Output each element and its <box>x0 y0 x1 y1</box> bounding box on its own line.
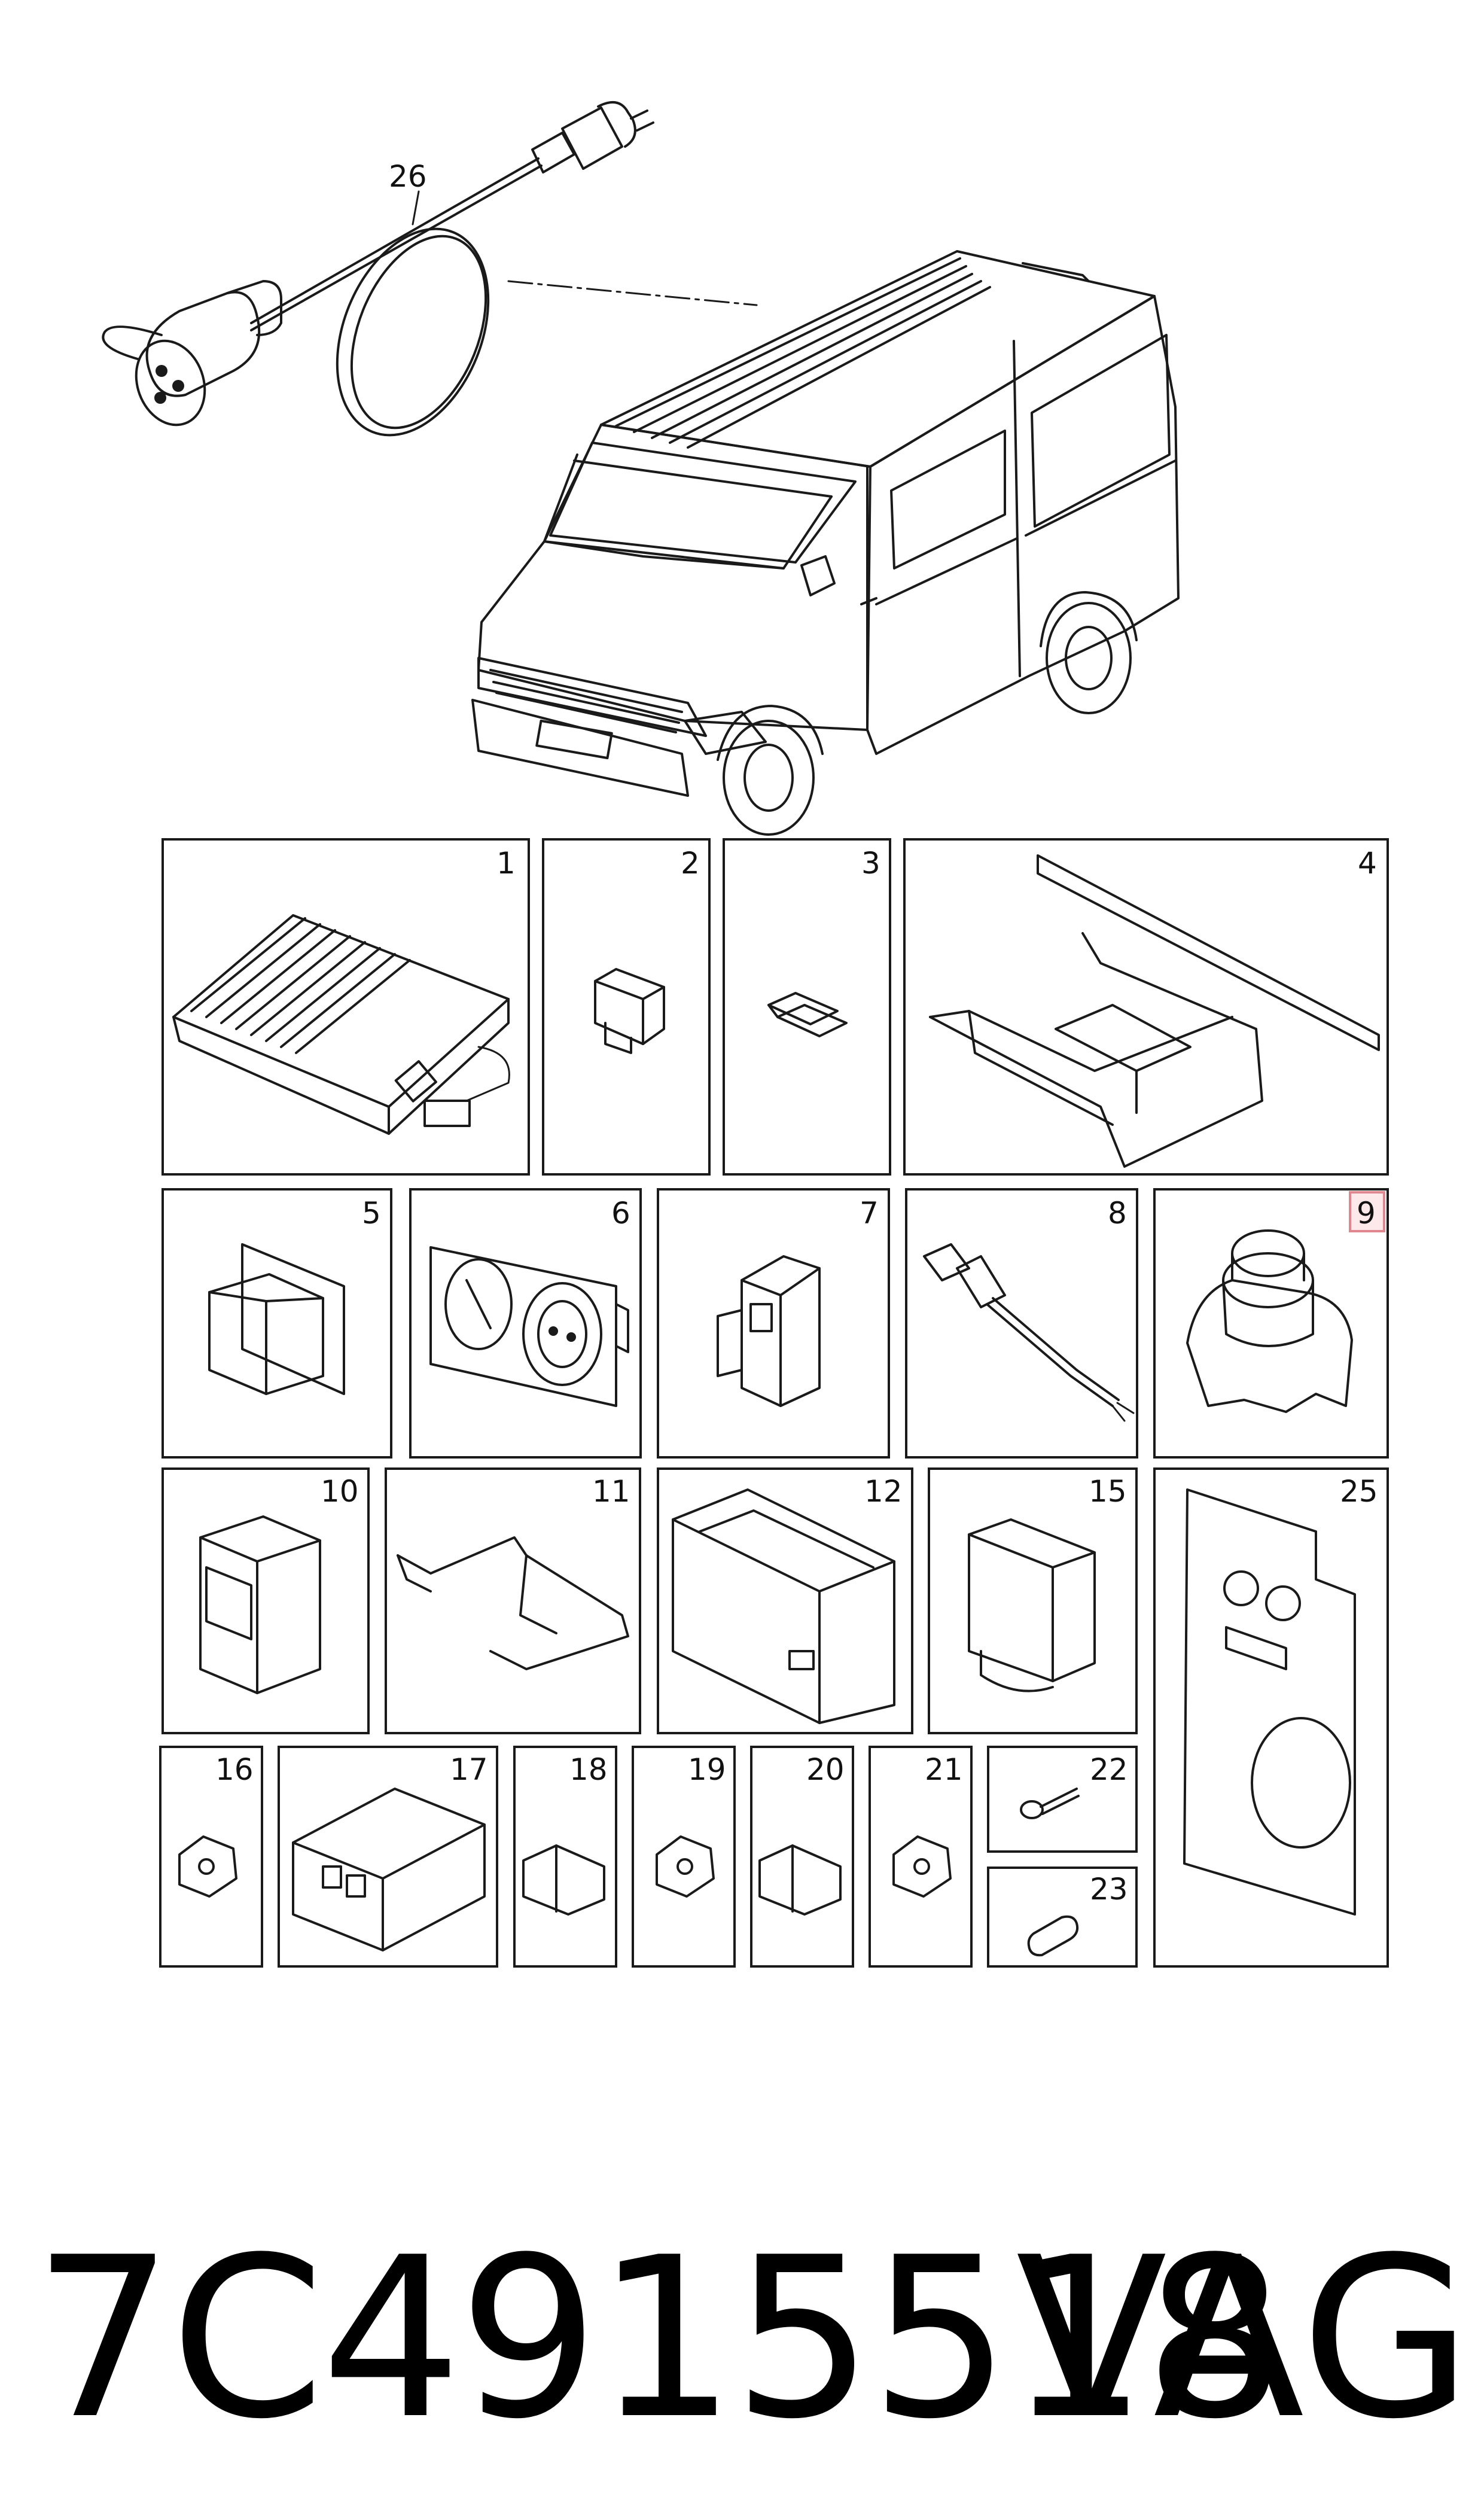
panel-label: 16 <box>215 1752 254 1787</box>
switch-icon <box>594 968 665 1054</box>
panel-2 <box>542 838 711 1176</box>
cap-icon <box>1027 1915 1079 1957</box>
panel-label: 19 <box>688 1752 726 1787</box>
panel-3 <box>723 838 891 1176</box>
socket-panel-icon <box>429 1246 629 1407</box>
panel-25 <box>1153 1467 1389 1968</box>
panel-label: 17 <box>450 1752 488 1787</box>
panel-5 <box>161 1188 392 1459</box>
panel-15 <box>928 1467 1138 1734</box>
wiring-harness-icon <box>923 1243 1135 1422</box>
panel-12 <box>657 1467 913 1734</box>
rotary-switch-icon <box>1186 1229 1353 1413</box>
van-illustration <box>471 250 1180 836</box>
panel-label: 11 <box>592 1474 630 1509</box>
external-socket-icon <box>208 1243 345 1395</box>
connector-icon <box>758 1844 842 1916</box>
mounting-bracket-icon <box>929 854 1380 1168</box>
panel-label: 25 <box>1340 1474 1378 1509</box>
battery-charger-icon <box>172 914 510 1135</box>
callout-number: 26 <box>389 159 427 194</box>
panel-label: 4 <box>1358 846 1377 881</box>
part-number: 7C4915518 <box>33 2211 1285 2468</box>
panel-label: 23 <box>1090 1872 1128 1907</box>
panel-label: 15 <box>1089 1474 1127 1509</box>
panel-label: 18 <box>569 1752 608 1787</box>
panel-label: 12 <box>864 1474 903 1509</box>
mains-plug-icon <box>531 101 654 173</box>
panel-label: 5 <box>362 1196 381 1231</box>
connector-icon <box>178 1835 237 1898</box>
panel-label: 6 <box>611 1196 630 1231</box>
panel-17 <box>278 1746 498 1968</box>
connector-icon <box>656 1835 715 1898</box>
panel-21 <box>869 1746 973 1968</box>
parts-grid: 1 2 3 4 5 6 7 8 9 10 11 12 15 25 16 17 1… <box>159 838 1389 1968</box>
control-unit-icon <box>672 1488 895 1724</box>
bracket-icon <box>397 1536 629 1670</box>
cover-plate-icon <box>1183 1488 1356 1916</box>
fuse-box-icon <box>292 1788 486 1951</box>
panel-label: 2 <box>681 846 700 881</box>
panel-19 <box>632 1746 736 1968</box>
highlight-box <box>1349 1191 1385 1232</box>
panel-label: 9 <box>1357 1196 1376 1231</box>
panel-16 <box>159 1746 263 1968</box>
relay-icon <box>968 1518 1096 1692</box>
panel-label: 20 <box>806 1752 845 1787</box>
clip-icon <box>767 992 848 1037</box>
panel-label: 3 <box>861 846 880 881</box>
trailer-socket-icon <box>102 280 282 427</box>
panel-1 <box>161 838 530 1176</box>
panel-label: 21 <box>925 1752 963 1787</box>
panel-22 <box>987 1746 1138 1853</box>
panel-label: 22 <box>1090 1752 1128 1787</box>
panel-label: 1 <box>496 846 516 881</box>
brand-name: VAG <box>1016 2211 1472 2468</box>
connector-icon <box>892 1835 952 1898</box>
panel-6 <box>409 1188 642 1459</box>
relay-box-icon <box>199 1515 321 1694</box>
panel-label: 7 <box>860 1196 879 1231</box>
panel-label: 8 <box>1108 1196 1127 1231</box>
circuit-breaker-icon <box>717 1255 821 1407</box>
panel-4 <box>903 838 1389 1176</box>
connector-icon <box>522 1844 605 1916</box>
cable-assembly: 26 <box>102 101 758 437</box>
screw-icon <box>1020 1788 1080 1819</box>
panel-label: 10 <box>321 1474 359 1509</box>
panel-7 <box>657 1188 890 1459</box>
